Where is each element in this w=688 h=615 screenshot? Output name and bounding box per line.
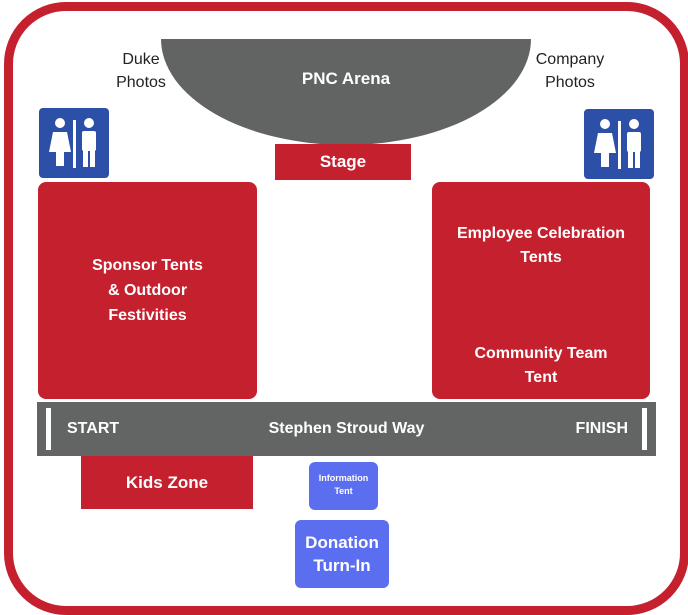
donation-label: Donation Turn-In	[305, 533, 379, 575]
donation-turn-in: Donation Turn-In	[295, 520, 389, 588]
information-tent-label: Information Tent	[318, 473, 369, 496]
road-edge-right	[642, 408, 647, 450]
sponsor-area-label: Sponsor Tents & Outdoor Festivities	[92, 257, 203, 324]
kids-zone-label: Kids Zone	[125, 472, 209, 492]
stage-label: Stage	[319, 152, 367, 171]
duke-photos-line-2: Photos	[116, 74, 166, 91]
community-tent-label: Community Team Tent	[474, 345, 608, 386]
road-edge-left	[46, 408, 51, 450]
arena-label: PNC Arena	[301, 69, 391, 88]
restroom-icon	[39, 108, 109, 178]
sponsor-tents-area: Sponsor Tents & Outdoor Festivities	[38, 182, 257, 399]
company-photos-label: Company Photos	[515, 48, 625, 94]
restroom-icon	[584, 109, 654, 179]
employee-celebration-area: Employee Celebration Tents Community Tea…	[432, 182, 650, 399]
company-photos-line-2: Photos	[545, 74, 595, 91]
duke-photos-line-1: Duke	[122, 51, 160, 68]
employee-area-label: Employee Celebration Tents	[456, 225, 626, 266]
stage: Stage	[275, 144, 411, 180]
stephen-stroud-way-road: START Stephen Stroud Way FINISH	[37, 402, 656, 456]
finish-label: FINISH	[575, 420, 628, 437]
road-name-label: Stephen Stroud Way	[268, 420, 425, 437]
start-label: START	[67, 420, 120, 437]
duke-photos-label: Duke Photos	[96, 48, 186, 94]
information-tent: Information Tent	[309, 462, 378, 510]
company-photos-line-1: Company	[535, 51, 605, 68]
kids-zone: Kids Zone	[81, 456, 253, 509]
